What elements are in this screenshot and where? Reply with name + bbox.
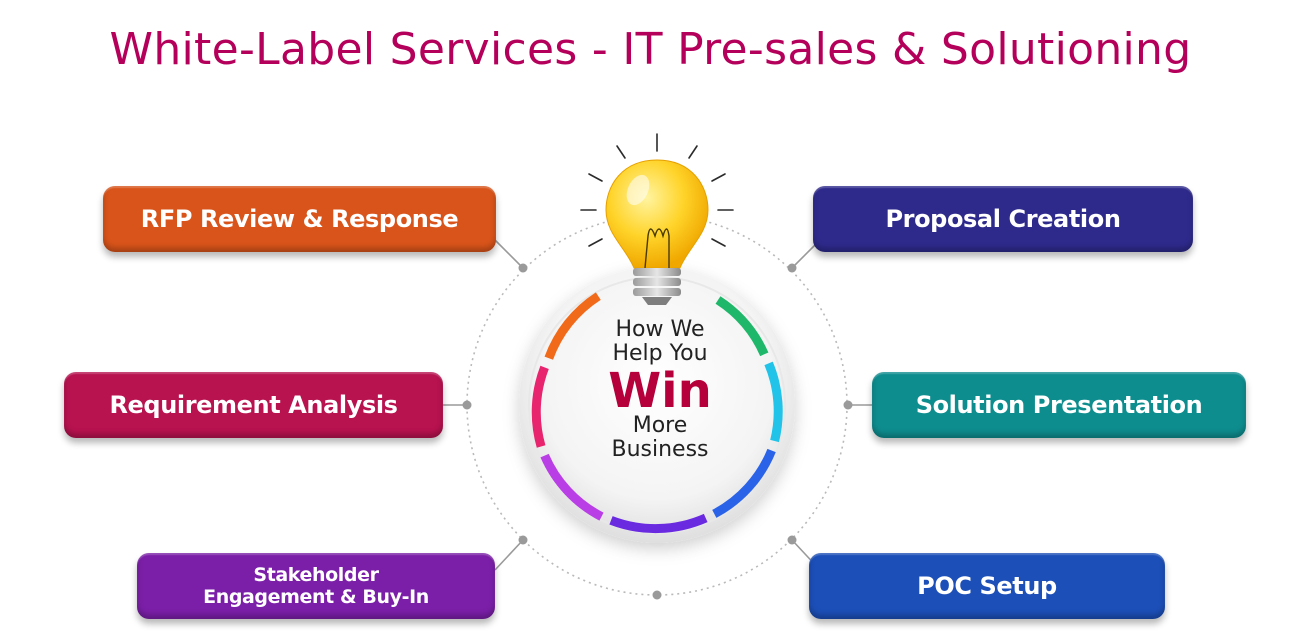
- center-line-3: More: [632, 413, 688, 438]
- center-line-1: How We: [615, 317, 705, 342]
- center-line-2: Help You: [612, 341, 708, 366]
- rfp-review-pill: RFP Review & Response: [103, 186, 496, 252]
- rfp-review-label: RFP Review & Response: [140, 205, 459, 233]
- center-tagline: How We Help You Win More Business: [560, 318, 760, 462]
- connector-dots: [462, 263, 853, 600]
- poc-setup-pill: POC Setup: [809, 553, 1165, 619]
- lightbulb-icon: [605, 159, 709, 305]
- requirement-analysis-pill: Requirement Analysis: [64, 372, 443, 438]
- center-disc: [519, 267, 795, 543]
- solution-presentation-pill: Solution Presentation: [872, 372, 1246, 438]
- page-title: White-Label Services - IT Pre-sales & So…: [109, 24, 1192, 75]
- light-rays: [580, 133, 734, 247]
- proposal-creation-label: Proposal Creation: [885, 205, 1121, 233]
- requirement-analysis-label: Requirement Analysis: [109, 391, 398, 419]
- proposal-creation-pill: Proposal Creation: [813, 186, 1193, 252]
- stakeholder-label-line-2: Engagement & Buy-In: [203, 586, 429, 608]
- solution-presentation-label: Solution Presentation: [915, 391, 1203, 419]
- stakeholder-label-line-1: Stakeholder: [253, 564, 379, 586]
- poc-setup-label: POC Setup: [917, 572, 1057, 600]
- center-highlight: Win: [608, 363, 712, 419]
- center-line-4: Business: [611, 437, 709, 462]
- stakeholder-engagement-pill: Stakeholder Engagement & Buy-In: [137, 553, 495, 619]
- color-ring: [531, 292, 783, 534]
